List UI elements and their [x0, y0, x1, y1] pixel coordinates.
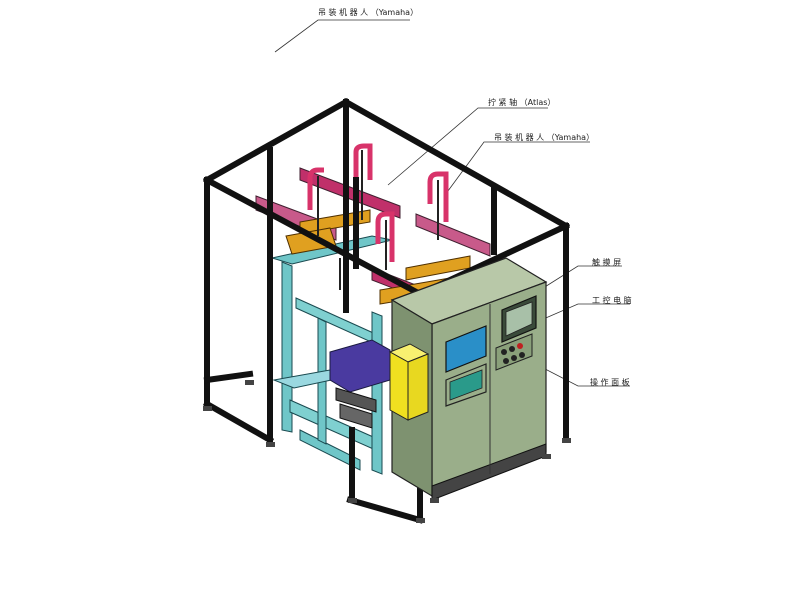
leader-line-top-robot	[274, 19, 410, 53]
electrical-box	[388, 343, 430, 421]
operation-panel	[495, 333, 533, 371]
callout-operation-panel: 操 作 面 板	[590, 378, 630, 387]
callout-robot-right: 吊 装 机 器 人 （Yamaha）	[494, 133, 595, 142]
panel-button	[511, 355, 517, 361]
industrial-pc-screen	[445, 325, 487, 407]
callout-industrial-pc: 工 控 电 脑	[592, 296, 632, 305]
touchscreen	[501, 295, 537, 343]
leader-line-touchscreen	[539, 265, 622, 291]
callout-touchscreen: 触 摸 屏	[592, 258, 622, 267]
z-axis-columns	[317, 150, 439, 290]
leader-line-tightening-axis	[387, 107, 548, 186]
panel-button	[519, 352, 525, 358]
robot-arm-right	[427, 171, 449, 222]
leader-line-robot-right	[444, 141, 590, 196]
callout-tightening-axis: 拧 紧 轴 （Atlas）	[488, 98, 556, 107]
panel-button	[503, 358, 509, 364]
robot-arms	[307, 143, 449, 262]
callout-top-robot: 吊 装 机 器 人 （Yamaha）	[318, 8, 419, 17]
frame-feet	[203, 380, 571, 523]
panel-button	[509, 346, 515, 352]
panel-button	[501, 349, 507, 355]
panel-button	[517, 343, 523, 349]
robot-arm-left	[307, 167, 324, 210]
